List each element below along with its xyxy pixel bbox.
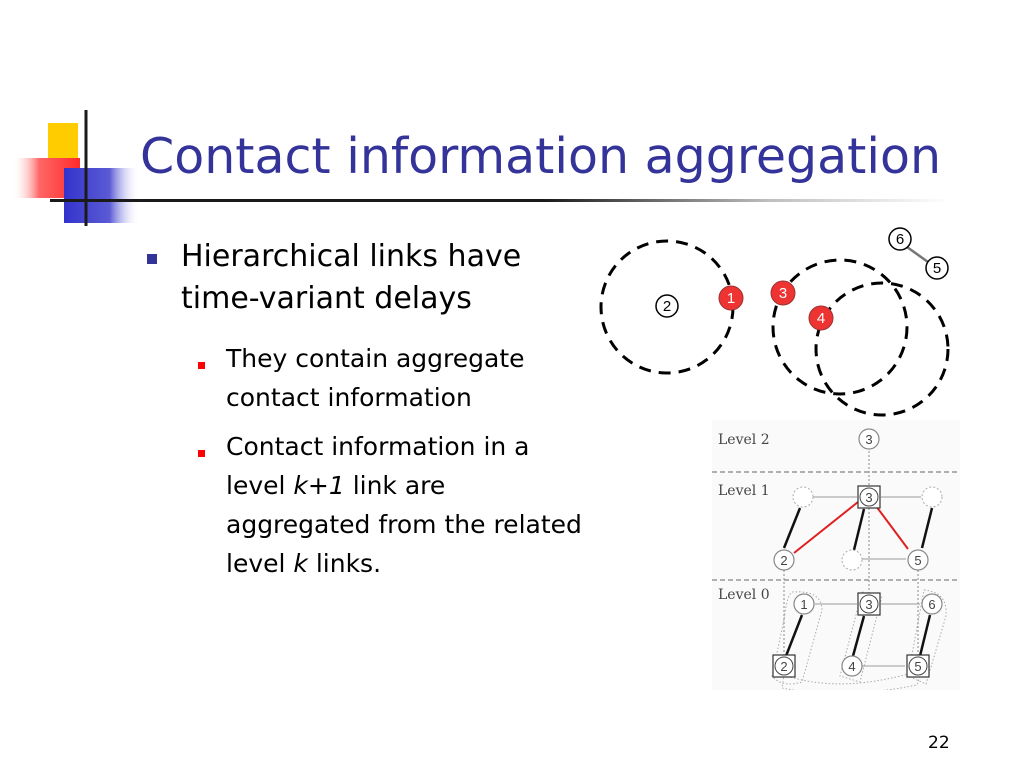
slide-logo (12, 110, 140, 226)
region-circle (771, 258, 909, 396)
node-label: 2 (780, 659, 787, 674)
link (782, 507, 802, 549)
node-label: 6 (896, 231, 904, 248)
node-2 (655, 294, 679, 318)
node-label: 3 (865, 432, 872, 447)
node-5-level1 (907, 549, 929, 571)
slide-title: Contact information aggregation (140, 128, 942, 185)
empty-node (841, 549, 863, 571)
node-3-level2 (858, 428, 880, 450)
empty-node (921, 486, 943, 508)
region-circle (814, 281, 950, 417)
node-4-level0 (841, 655, 863, 677)
node-label: 2 (780, 553, 787, 568)
node-1 (718, 285, 744, 311)
node-6 (888, 227, 912, 251)
link (918, 614, 932, 657)
level-label: Level 0 (718, 587, 770, 603)
node-label: 3 (779, 285, 787, 302)
node-label: 1 (727, 290, 735, 307)
cluster-outline (781, 669, 923, 690)
aggregation-link (875, 505, 909, 550)
node-label: 4 (817, 310, 825, 327)
node-3 (770, 280, 796, 306)
bullet-level1: Hierarchical links have time-variant del… (181, 239, 522, 316)
node-2-level0 (774, 656, 794, 676)
node-3-level0 (859, 594, 879, 614)
link (784, 614, 804, 657)
node-label: 5 (914, 553, 921, 568)
sub-bullet-2: Contact information in a level k+1 link … (226, 432, 582, 578)
aggregation-link (793, 501, 859, 554)
page-number: 22 (928, 733, 950, 753)
node-label: 5 (914, 659, 921, 674)
node-label: 3 (865, 490, 872, 505)
link (852, 508, 866, 551)
node-label: 4 (848, 659, 855, 674)
level-label: Level 1 (718, 483, 770, 499)
node-label: 3 (865, 597, 872, 612)
logo-blue-bar (64, 168, 140, 223)
node-6-level0 (921, 593, 943, 615)
empty-node (792, 486, 814, 508)
node-3-level1 (859, 487, 879, 507)
node-label: 2 (663, 298, 671, 315)
link (851, 615, 866, 657)
sub-bullet-marker (198, 450, 205, 457)
hierarchy-diagram: Level 2 Level 1 Level 0 (712, 420, 960, 690)
bullet-marker (147, 254, 157, 264)
node-5 (925, 256, 949, 280)
node-4 (808, 305, 834, 331)
node-2-level1 (773, 549, 795, 571)
node-label: 1 (800, 597, 807, 612)
level-label: Level 2 (718, 432, 770, 448)
title-underline (50, 199, 950, 202)
sub-bullet-marker (198, 362, 205, 369)
node-1-level0 (793, 593, 815, 615)
node-5-level0 (908, 656, 928, 676)
node-label: 5 (933, 260, 941, 277)
link (920, 507, 934, 549)
sub-bullet-1: They contain aggregate contact informati… (226, 344, 525, 412)
contact-region-diagram: 6 5 2 1 3 4 (599, 227, 950, 417)
cluster-outline (839, 591, 883, 683)
node-label: 6 (928, 597, 935, 612)
